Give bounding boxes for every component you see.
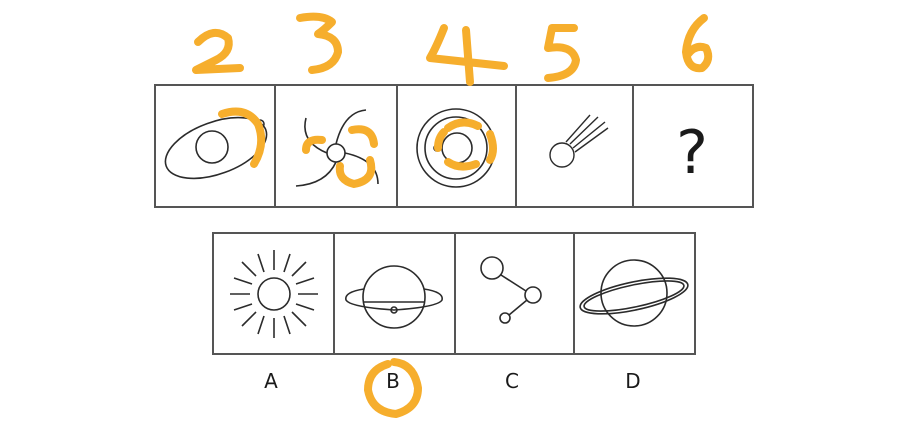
annotation-dashed-ring <box>434 118 497 171</box>
planet-flat-ring-icon[interactable] <box>345 265 443 329</box>
annotation-number-4 <box>426 24 508 86</box>
annotation-number-2 <box>192 28 244 74</box>
handwritten-annotations <box>192 12 713 418</box>
question-row <box>154 84 754 208</box>
question-mark: ? <box>676 118 708 188</box>
molecule-icon[interactable] <box>480 256 542 324</box>
comet-icon <box>549 114 609 168</box>
sun-icon[interactable] <box>230 250 318 338</box>
answer-circle <box>364 358 422 418</box>
options-row <box>212 232 696 355</box>
annotation-number-5 <box>544 24 580 82</box>
option-label-a[interactable]: A <box>264 369 278 393</box>
annotation-arc <box>302 125 378 188</box>
option-labels: A B C D <box>264 369 641 393</box>
question-row-frame <box>154 84 754 208</box>
option-label-d[interactable]: D <box>625 369 640 393</box>
saturn-icon[interactable] <box>577 259 690 327</box>
annotation-number-6 <box>682 14 713 73</box>
option-label-c[interactable]: C <box>505 369 519 393</box>
annotation-number-3 <box>296 12 342 74</box>
annotation-arc <box>218 107 266 168</box>
option-label-b[interactable]: B <box>386 369 400 393</box>
